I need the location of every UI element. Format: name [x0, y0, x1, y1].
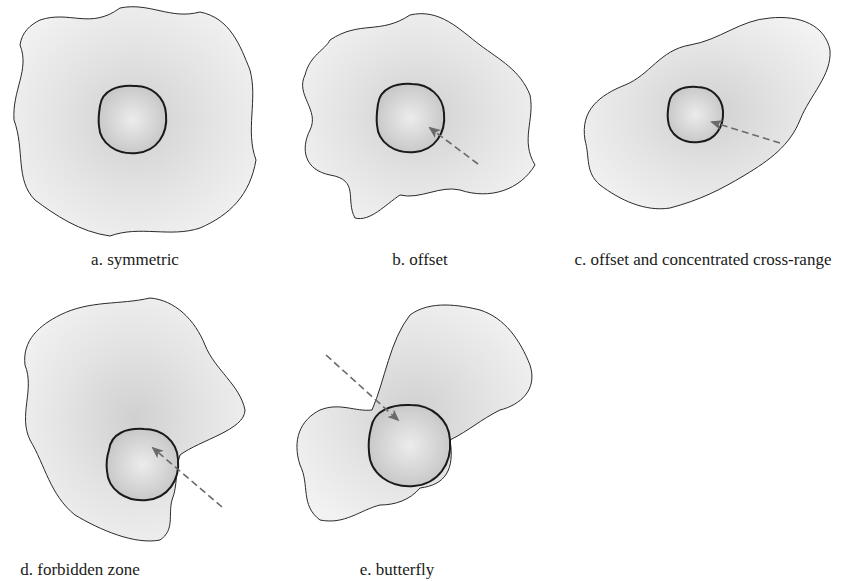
outer-region	[303, 14, 535, 219]
outer-region	[584, 17, 830, 208]
outer-region	[14, 7, 256, 236]
offset-arrow	[430, 128, 478, 164]
inner-region	[668, 87, 723, 142]
inner-region	[369, 405, 451, 486]
outer-region	[25, 298, 245, 541]
offset-arrow	[712, 122, 780, 143]
panel-caption: c. offset and concentrated cross-range	[575, 250, 832, 270]
panel-caption: d. forbidden zone	[20, 560, 139, 580]
panel-caption: b. offset	[392, 250, 447, 270]
offset-arrow	[326, 355, 398, 420]
panel-caption: a. symmetric	[91, 250, 179, 270]
outer-region	[297, 305, 532, 521]
inner-region	[99, 86, 167, 153]
offset-arrow	[153, 448, 222, 507]
panel-caption: e. butterfly	[360, 560, 435, 580]
inner-region	[377, 84, 445, 152]
inner-region	[107, 429, 179, 500]
